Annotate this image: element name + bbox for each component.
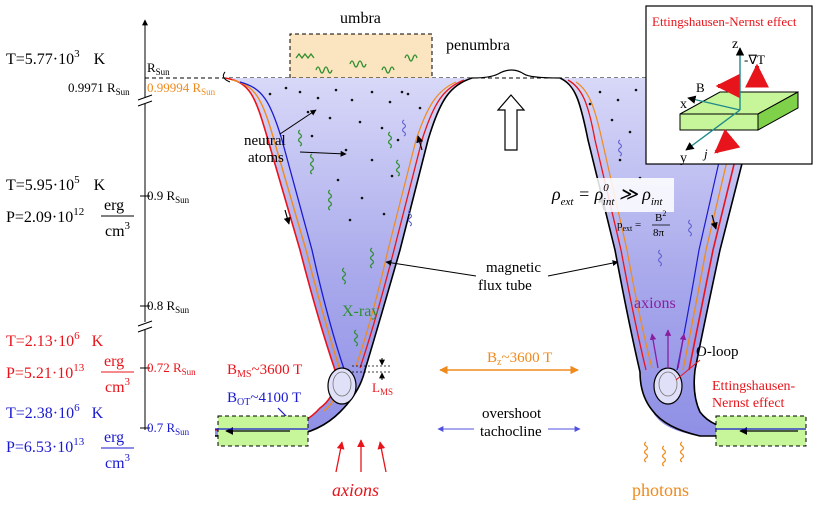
p-row1: P=2.09·1012 xyxy=(6,206,84,226)
pext-8pi: 8π xyxy=(653,227,665,239)
inset-title: Ettingshausen-Nernst effect xyxy=(652,14,797,29)
tachocline-label: tachocline xyxy=(480,424,542,440)
left-flux-tube xyxy=(215,77,473,437)
flux-tube-label: flux tube xyxy=(478,278,532,294)
en-effect-label-2: Nernst effect xyxy=(712,396,785,411)
r-08-label: 0.8 RSun xyxy=(147,298,190,315)
p-row2: P=5.21·1013 xyxy=(6,362,85,382)
axions-bottom-label: axions xyxy=(332,480,379,500)
o-loop-label: O-loop xyxy=(696,344,739,360)
bz-label: Bz~3600 T xyxy=(487,350,552,368)
neutral-atoms-label-1: neutral xyxy=(244,133,286,149)
right-flux-tube xyxy=(559,77,805,437)
r-99994-label: 0.99994 RSun xyxy=(147,80,216,97)
xray-label: X-ray xyxy=(342,303,379,320)
unit-den-row2: cm3 xyxy=(105,376,131,396)
r-07-label: 0.7 RSun xyxy=(147,420,190,437)
inset-j: j xyxy=(702,146,708,161)
pext-b2: B2 xyxy=(655,209,666,224)
overshoot-label: overshoot xyxy=(482,406,542,422)
inset-B: B xyxy=(696,80,705,95)
unit-den-row1: cm3 xyxy=(105,220,131,240)
en-effect-label-1: Ettingshausen- xyxy=(712,379,796,394)
inset-z: z xyxy=(732,37,738,52)
bot-label: BOT~4100 T xyxy=(227,390,301,408)
axion-arrows-bottom xyxy=(335,439,387,473)
unit-num-row1: erg xyxy=(104,197,124,214)
inset-y: y xyxy=(680,151,687,166)
xray-squiggles xyxy=(295,52,418,347)
umbra-label: umbra xyxy=(340,10,381,27)
lms-label: LMS xyxy=(372,380,393,397)
r-sun-top-label: RSun xyxy=(147,60,170,77)
inset-x: x xyxy=(680,97,687,112)
r-09-label: 0.9 RSun xyxy=(147,188,190,205)
pext-formula: pext = xyxy=(617,219,641,233)
magnetic-label: magnetic xyxy=(486,260,541,276)
umbra-region xyxy=(290,34,432,78)
unit-den-row3: cm3 xyxy=(105,452,131,472)
radius-axis xyxy=(137,19,153,430)
unit-num-row3: erg xyxy=(104,429,124,446)
upflow-arrow xyxy=(496,94,526,151)
neutral-atoms-label-2: atoms xyxy=(248,150,284,166)
bms-label: BMS~3600 T xyxy=(227,362,302,380)
unit-num-row2: erg xyxy=(104,353,124,370)
axions-inside-label: axions xyxy=(634,295,676,312)
axion-arrows-inside xyxy=(649,329,687,369)
r-072-label: 0.72 RSun xyxy=(147,360,196,377)
inset-gradT: -∇T xyxy=(744,52,765,67)
photons-bottom-label: photons xyxy=(632,480,689,500)
r-9971-label: 0.9971 RSun xyxy=(68,80,130,97)
p-row3: P=6.53·1013 xyxy=(6,436,85,456)
penumbra-label: penumbra xyxy=(446,37,510,54)
photon-squiggles-bottom xyxy=(643,441,685,467)
internal-squiggles xyxy=(401,119,693,267)
en-effect-inset: Ettingshausen-Nernst effect z x y B -∇T … xyxy=(645,5,813,166)
